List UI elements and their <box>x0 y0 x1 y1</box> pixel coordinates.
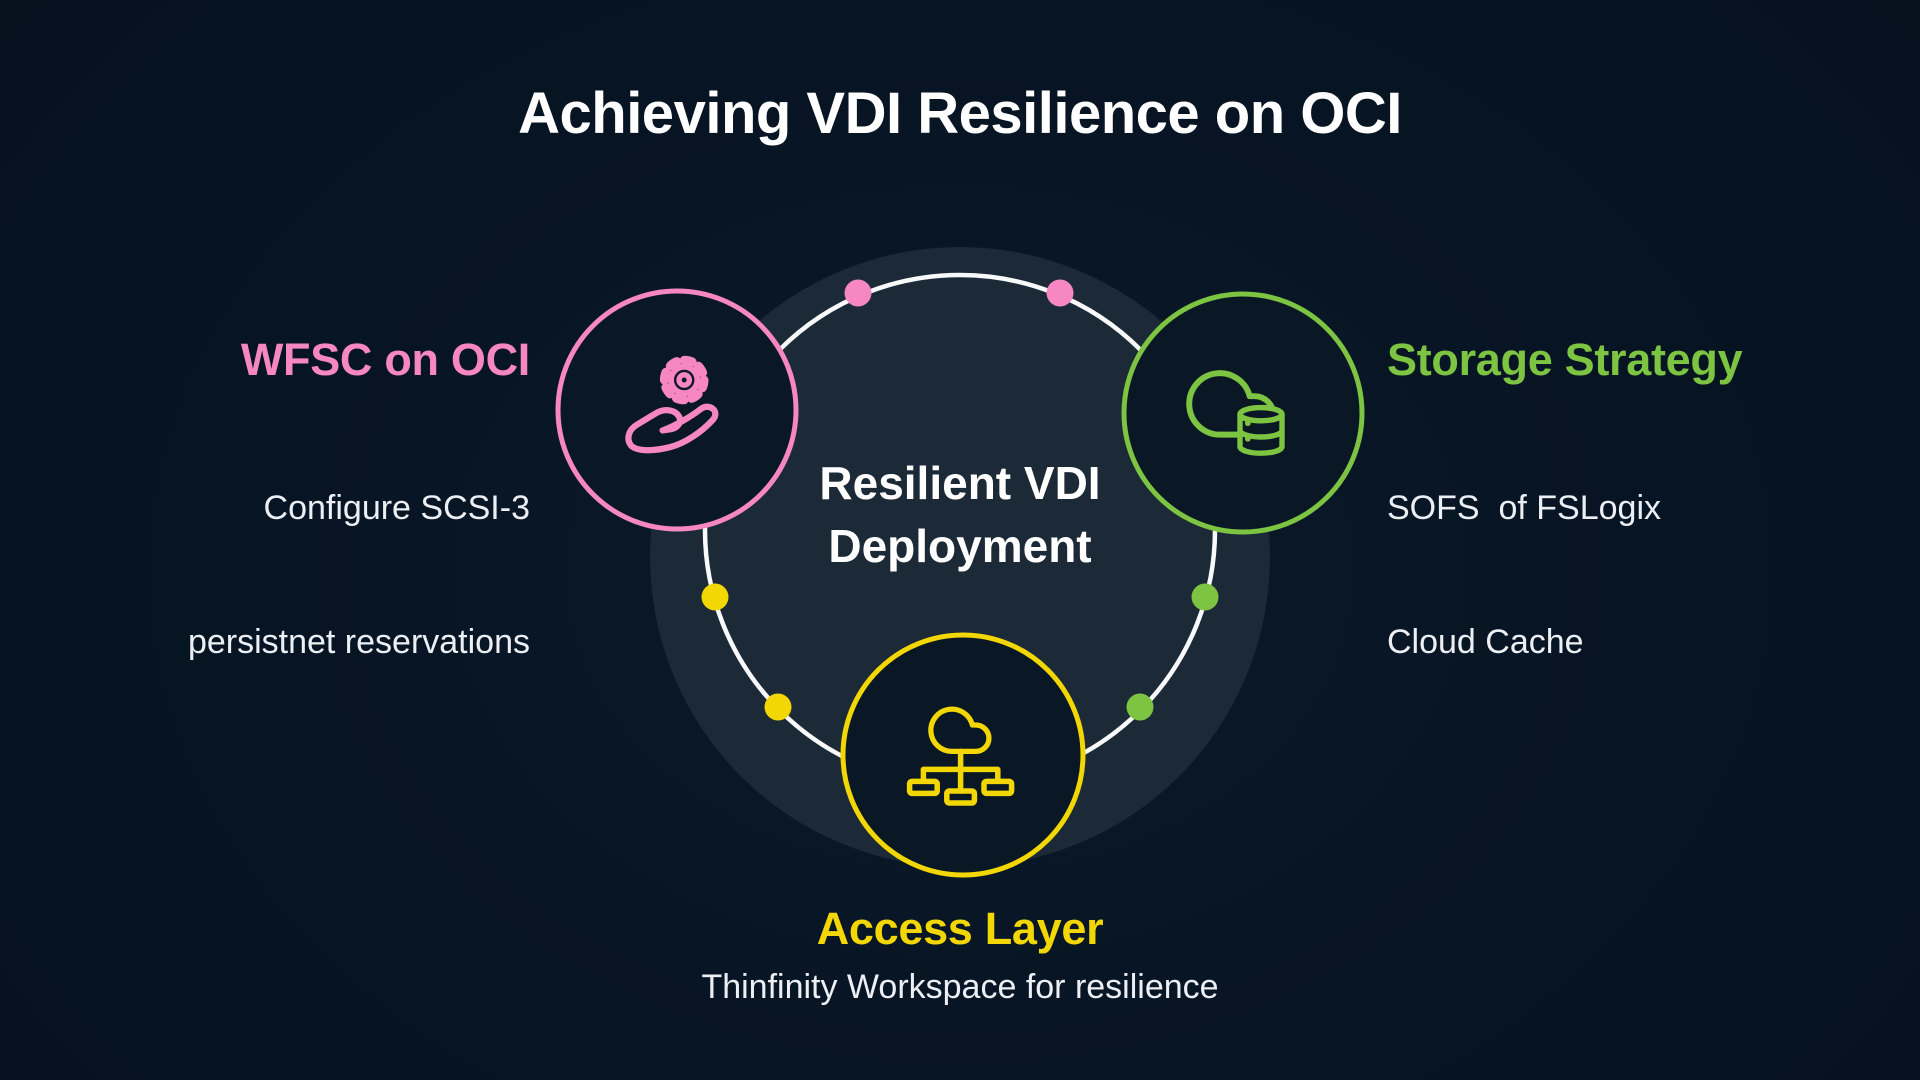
access-label-group: Access Layer Thinfinity Workspace for re… <box>0 903 1920 1010</box>
green-dot-upper <box>1191 583 1219 611</box>
center-label-line2: Deployment <box>828 520 1092 573</box>
database-body <box>1237 411 1285 456</box>
center-label: Resilient VDI Deployment <box>0 452 1920 579</box>
wfsc-label-group: WFSC on OCI Configure SCSI-3 persistnet … <box>0 334 530 755</box>
pink-dot-left <box>844 279 872 307</box>
storage-label-group: Storage Strategy SOFS of FSLogix Cloud C… <box>1387 334 1920 755</box>
center-label-line1: Resilient VDI <box>819 457 1101 509</box>
access-heading: Access Layer <box>816 903 1104 954</box>
hand-gear-icon <box>625 355 719 454</box>
yellow-dot-lower <box>764 693 792 721</box>
open-hand <box>625 403 719 454</box>
storage-heading: Storage Strategy <box>1387 334 1743 385</box>
cloud-database-icon <box>1186 370 1285 456</box>
database-led-2 <box>1244 435 1251 442</box>
gear-teeth <box>659 355 709 405</box>
wfsc-heading: WFSC on OCI <box>240 334 530 385</box>
network-links <box>920 748 1001 794</box>
halo-circle <box>650 247 1270 867</box>
network-node-right <box>981 778 1015 797</box>
green-dot-lower <box>1126 693 1154 721</box>
wfsc-desc-line1: Configure SCSI-3 <box>263 488 530 527</box>
wfsc-desc-line2: persistnet reservations <box>187 623 530 662</box>
pink-dot-right <box>1046 279 1074 307</box>
network-node-center <box>944 788 978 806</box>
network-node-left <box>906 778 940 797</box>
cloud-network-icon <box>906 706 1015 806</box>
storage-desc-line1: SOFS of FSLogix <box>1387 488 1661 527</box>
wfsc-description: Configure SCSI-3 persistnet reservations <box>0 396 530 755</box>
storage-desc-line2: Cloud Cache <box>1387 623 1584 662</box>
gear-hole <box>676 372 693 388</box>
gear-body <box>668 363 701 397</box>
storage-description: SOFS of FSLogix Cloud Cache <box>1387 396 1920 755</box>
yellow-dot-upper <box>701 583 729 611</box>
database-led-1 <box>1244 420 1251 427</box>
database-top <box>1237 404 1285 424</box>
page-title: Achieving VDI Resilience on OCI <box>518 81 1402 146</box>
cloud-outline <box>928 706 992 755</box>
access-description: Thinfinity Workspace for resilience <box>701 968 1219 1006</box>
